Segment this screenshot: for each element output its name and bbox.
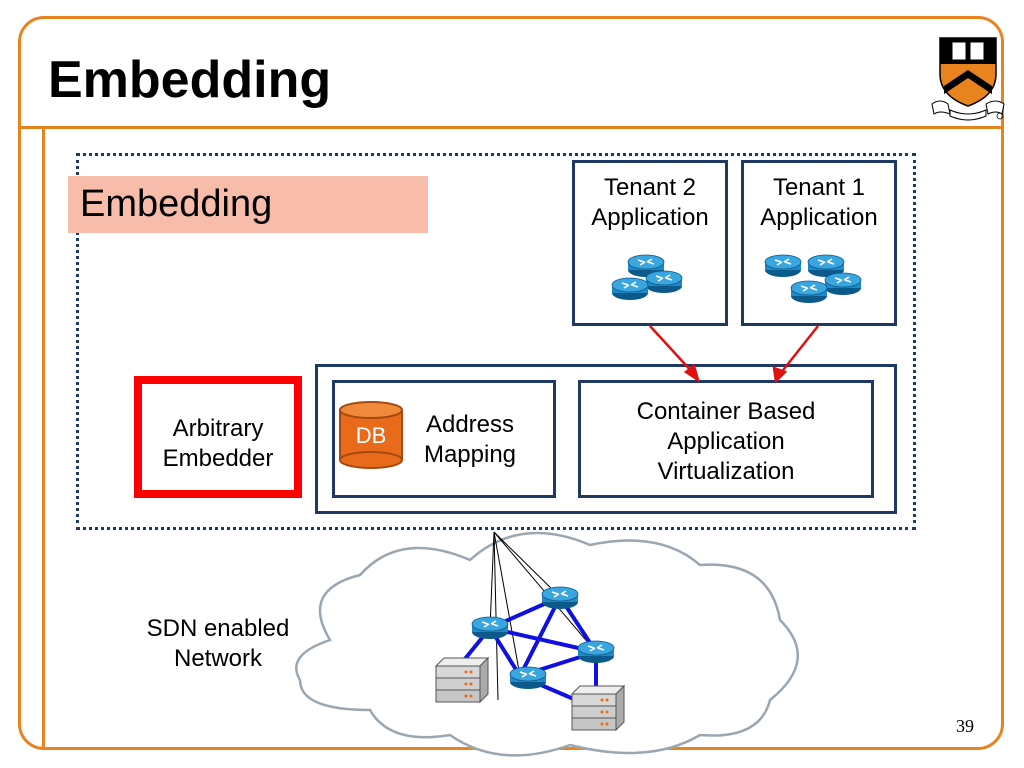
- embedding-layer-box: [315, 364, 897, 514]
- system-boundary: [76, 153, 916, 530]
- container-line2: Application: [667, 428, 785, 455]
- embedder-line1: Arbitrary: [172, 415, 264, 442]
- tenant-1-line2: Application: [760, 204, 878, 231]
- address-mapping-box: [332, 380, 556, 498]
- address-line2: Mapping: [423, 441, 517, 468]
- tenant-2-line2: Application: [591, 204, 709, 231]
- container-line1: Container Based: [636, 398, 816, 425]
- sdn-line1: SDN enabled: [146, 615, 290, 642]
- sdn-network-label: SDN enabled Network: [128, 614, 308, 674]
- left-rule: [42, 126, 45, 748]
- slide-title: Embedding: [48, 51, 332, 109]
- embedding-label: Embedding: [68, 176, 428, 233]
- sdn-line2: Network: [173, 645, 263, 672]
- arbitrary-embedder-box: Arbitrary Embedder: [134, 376, 302, 498]
- address-line1: Address: [425, 411, 515, 438]
- tenant-2-router-icon: [611, 254, 683, 301]
- tenant-2-box: Tenant 2 Application: [572, 160, 728, 326]
- cloud-shape: [295, 531, 800, 757]
- tenant-1-line1: Tenant 1: [772, 174, 866, 201]
- tenant-arrows: [649, 325, 819, 384]
- embedder-line2: Embedder: [162, 445, 274, 472]
- tenant-1-router-icon: [764, 254, 862, 304]
- db-label: DB: [355, 423, 387, 448]
- address-mapping-label: Address Mapping: [410, 410, 530, 470]
- title-divider: [20, 126, 1002, 129]
- container-virtualization-box: Container Based Application Virtualizati…: [578, 380, 874, 498]
- tenant-2-line1: Tenant 2: [603, 174, 697, 201]
- page-number: 39: [956, 716, 974, 736]
- university-shield-logo: [931, 37, 1005, 121]
- container-line3: Virtualization: [657, 458, 795, 485]
- database-icon: [339, 401, 403, 469]
